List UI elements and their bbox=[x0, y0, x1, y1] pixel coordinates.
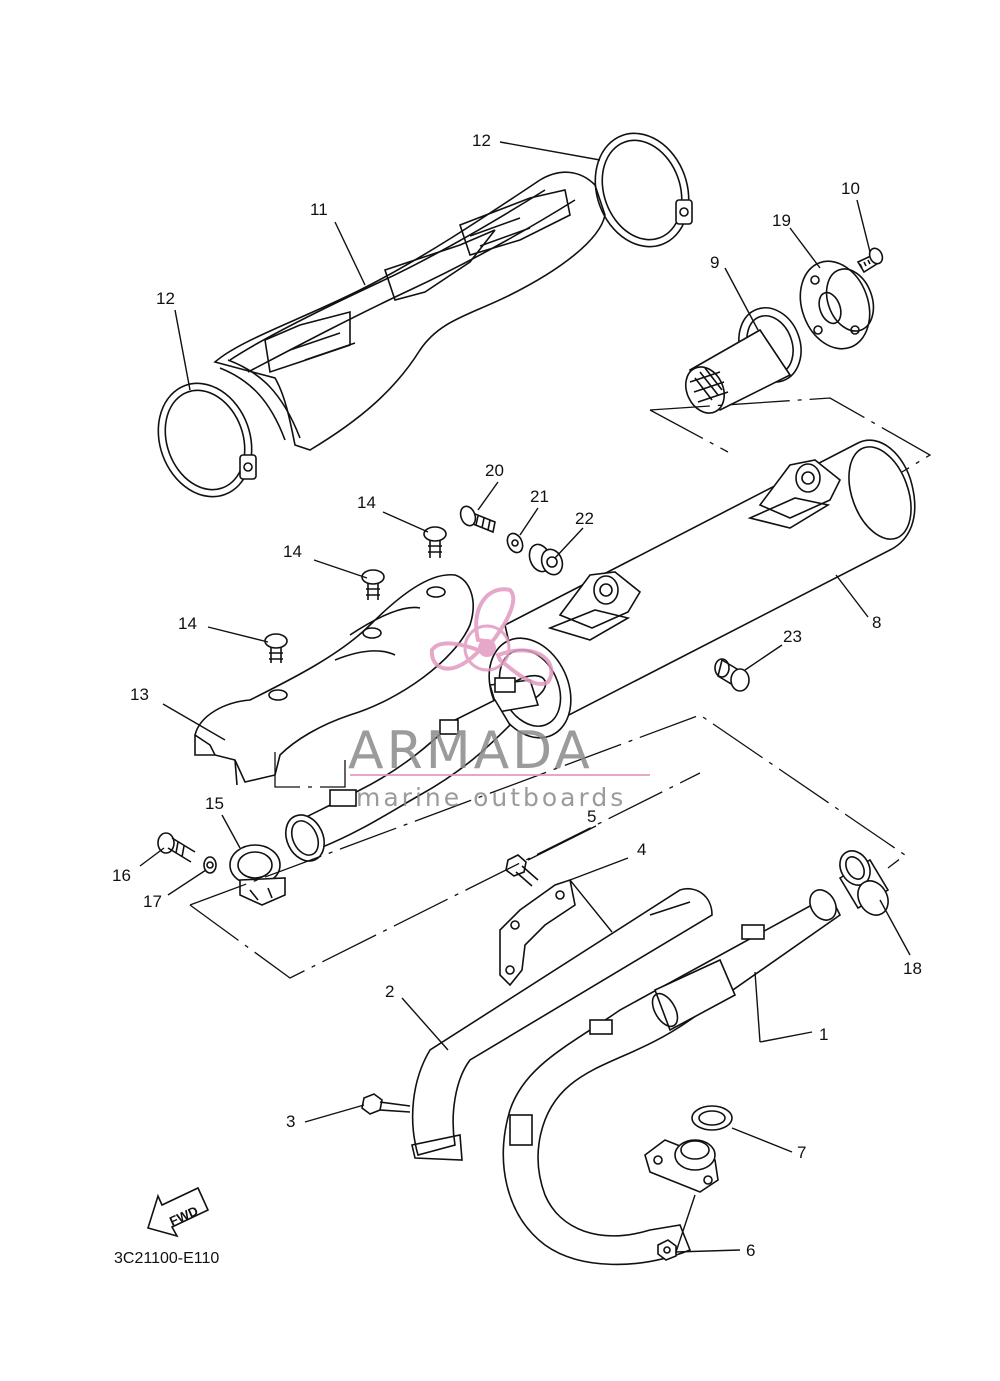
washer bbox=[506, 532, 524, 554]
muffler bbox=[488, 439, 916, 739]
callout-18: 18 bbox=[903, 959, 922, 978]
mount-bolt bbox=[459, 505, 496, 534]
end-cap bbox=[799, 260, 875, 350]
callout-14-a: 14 bbox=[357, 493, 376, 512]
pipe-bolt bbox=[361, 1093, 411, 1115]
callout-15: 15 bbox=[205, 794, 224, 813]
spark-arrester bbox=[684, 307, 802, 414]
pipe-clamp bbox=[229, 844, 286, 906]
propeller-logo-icon bbox=[429, 587, 554, 686]
callout-9: 9 bbox=[710, 253, 719, 272]
protector-bolt-2 bbox=[361, 569, 385, 600]
callout-11: 11 bbox=[310, 200, 328, 219]
clamp-bolt bbox=[157, 832, 196, 863]
protector-bolt-3 bbox=[264, 633, 288, 663]
protector bbox=[194, 574, 474, 786]
protector-bolt-1 bbox=[423, 526, 447, 558]
callout-16: 16 bbox=[112, 866, 131, 885]
callout-13: 13 bbox=[130, 685, 149, 704]
callout-5: 5 bbox=[587, 807, 596, 826]
pipe-sleeve bbox=[838, 850, 890, 916]
callout-23: 23 bbox=[783, 627, 802, 646]
callout-12-left: 12 bbox=[156, 289, 175, 308]
callout-21: 21 bbox=[530, 487, 549, 506]
callout-7: 7 bbox=[797, 1143, 806, 1162]
flange-nut bbox=[657, 1239, 677, 1261]
callout-4: 4 bbox=[637, 840, 646, 859]
callout-1: 1 bbox=[819, 1025, 828, 1044]
exhaust-pipe-1 bbox=[502, 889, 842, 1266]
clamp-washer bbox=[203, 856, 217, 874]
grommet bbox=[528, 543, 564, 576]
callout-22: 22 bbox=[575, 509, 594, 528]
callout-14-b: 14 bbox=[283, 542, 302, 561]
hose-band-left bbox=[157, 382, 257, 498]
callout-12-right: 12 bbox=[472, 131, 491, 150]
exhaust-flange bbox=[644, 1139, 719, 1193]
callout-2: 2 bbox=[385, 982, 394, 1001]
leader-lines bbox=[139, 141, 911, 1253]
callout-20: 20 bbox=[485, 461, 504, 480]
callout-17: 17 bbox=[143, 892, 162, 911]
callout-6: 6 bbox=[746, 1241, 755, 1260]
callout-3: 3 bbox=[286, 1112, 295, 1131]
callout-10: 10 bbox=[841, 179, 860, 198]
collar bbox=[714, 658, 750, 692]
cap-bolt bbox=[856, 247, 884, 274]
heat-shield-assembly bbox=[213, 171, 606, 451]
armada-watermark: ARMADA marine outboards bbox=[348, 587, 650, 812]
exhaust-gasket bbox=[691, 1105, 733, 1131]
watermark-title: ARMADA bbox=[348, 721, 593, 781]
callout-14-c: 14 bbox=[178, 614, 197, 633]
fwd-arrow-icon: FWD bbox=[146, 1186, 210, 1238]
callout-19: 19 bbox=[772, 211, 791, 230]
diagram-code: 3C21100-E110 bbox=[114, 1250, 219, 1267]
assembly-guide-lines bbox=[189, 397, 932, 979]
pipe-bracket bbox=[499, 878, 576, 987]
bracket-bolt bbox=[505, 854, 539, 887]
exhaust-pipe-2 bbox=[411, 888, 713, 1161]
hose-band-right bbox=[594, 132, 693, 248]
watermark-subtitle: marine outboards bbox=[356, 783, 626, 812]
callout-8: 8 bbox=[872, 613, 881, 632]
callout-labels: 1 2 3 4 5 6 7 8 9 10 11 12 12 13 14 14 1… bbox=[112, 131, 922, 1260]
